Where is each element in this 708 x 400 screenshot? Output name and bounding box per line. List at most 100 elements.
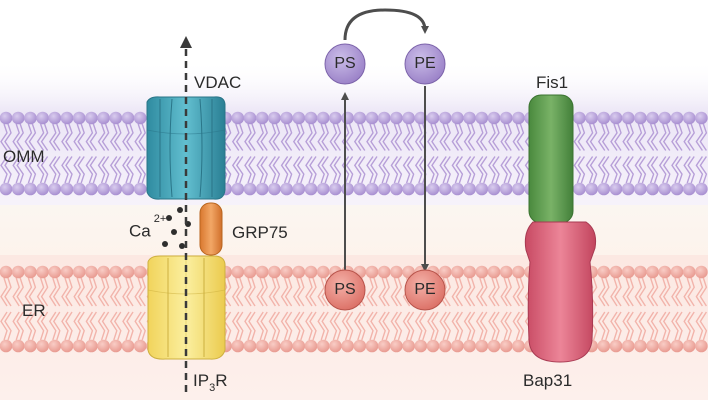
lipid-tail (4, 277, 12, 307)
lipid-tail (36, 156, 45, 184)
lipid-head (353, 111, 367, 125)
lipid-tail (12, 156, 20, 184)
lipid-tail (126, 311, 134, 341)
lipid-tail (406, 156, 415, 184)
lipid-head (243, 111, 257, 125)
lipid-tail (597, 123, 606, 151)
lipid-tail (24, 311, 33, 341)
lipid-head (402, 339, 415, 353)
lipid-tail (0, 311, 8, 341)
lipid-tail (671, 123, 679, 151)
lipid-tail (601, 277, 610, 307)
lipid-head (426, 111, 440, 125)
lipid-tail (12, 277, 20, 307)
ip3r-subscript: 3 (209, 382, 216, 394)
lipid-tail (357, 123, 366, 151)
lipid-tail (500, 277, 508, 307)
lipid-tail (223, 156, 232, 184)
lipid-tail (73, 277, 81, 307)
lipid-head (463, 182, 476, 196)
lipid-tail (414, 123, 423, 151)
calcium-charge: 2+ (153, 213, 167, 225)
lipid-head (658, 182, 672, 196)
lipid-tail (138, 156, 146, 184)
lipid-tail (244, 311, 252, 341)
lipid-tail (390, 277, 399, 307)
lipid-head (231, 182, 245, 196)
lipid-head (133, 339, 147, 353)
lipid-head (243, 339, 257, 353)
lipid-tail (272, 277, 281, 307)
lipid-tail (431, 123, 439, 151)
intermembrane-background (0, 205, 708, 255)
lipid-head (97, 111, 110, 125)
lipid-head (60, 182, 74, 196)
lipid-head (609, 111, 623, 125)
lipid-head (0, 339, 13, 353)
lipid-tail (382, 156, 390, 184)
lipid-head (243, 265, 257, 279)
lipid-head (292, 182, 306, 196)
lipid-tail (329, 311, 338, 341)
lipid-tail (573, 123, 582, 151)
lipid-tail (614, 277, 622, 307)
lipid-tail (61, 123, 69, 151)
lipid-head (231, 265, 245, 279)
lipid-tail (492, 156, 500, 184)
lipid-tail (61, 311, 69, 341)
pe-omm-circle (404, 43, 446, 85)
lipid-tail (366, 277, 374, 307)
lipid-tail (475, 277, 484, 307)
lipid-head (377, 265, 391, 279)
lipid-head (621, 182, 635, 196)
lipid-head (36, 339, 49, 353)
lipid-tail (431, 156, 439, 184)
lipid-tail (658, 277, 667, 307)
lipid-head (499, 182, 513, 196)
lipid-tail (467, 277, 476, 307)
lipid-tail (439, 123, 447, 151)
lipid-tail (284, 123, 293, 151)
lipid-head (36, 111, 49, 125)
lipid-tail (479, 277, 488, 307)
vdac-label: VDAC (194, 73, 242, 92)
ps-er-circle (324, 269, 366, 311)
lipid-tail (256, 123, 264, 151)
lipid-head (463, 111, 476, 125)
lipid-tail (443, 277, 451, 307)
lipid-tail (77, 311, 85, 341)
lipid-tail (402, 311, 411, 341)
lipid-tail (671, 277, 679, 307)
lipid-tail (292, 277, 301, 307)
lipid-tail (28, 156, 37, 184)
lipid-head (109, 339, 123, 353)
lipid-tail (12, 123, 20, 151)
lipid-tail (101, 311, 110, 341)
lipid-tail (370, 123, 378, 151)
lipid-head (597, 182, 611, 196)
lipid-tail (138, 311, 146, 341)
lipid-head (512, 182, 525, 196)
lipid-tail (89, 311, 98, 341)
pe-omm-label: PE (414, 55, 436, 72)
lipid-tail (451, 156, 460, 184)
lipid-tail (638, 123, 647, 151)
lipid-tail (662, 311, 671, 341)
lipid-tail (138, 277, 146, 307)
lipid-tail (585, 156, 594, 184)
lipid-head (121, 265, 135, 279)
lipid-tail (658, 123, 667, 151)
lipid-tail (622, 156, 630, 184)
lipid-tail (614, 311, 622, 341)
lipid-tail (573, 156, 582, 184)
lipid-head (512, 111, 525, 125)
ps-er-label: PS (334, 281, 356, 298)
lipid-tail (268, 123, 277, 151)
lipid-head (304, 111, 318, 125)
lipid-head (72, 265, 86, 279)
lipid-head (573, 182, 586, 196)
lipid-tail (16, 311, 24, 341)
lipid-tail (589, 123, 598, 151)
lipid-tail (662, 156, 671, 184)
lipid-tail (309, 311, 317, 341)
